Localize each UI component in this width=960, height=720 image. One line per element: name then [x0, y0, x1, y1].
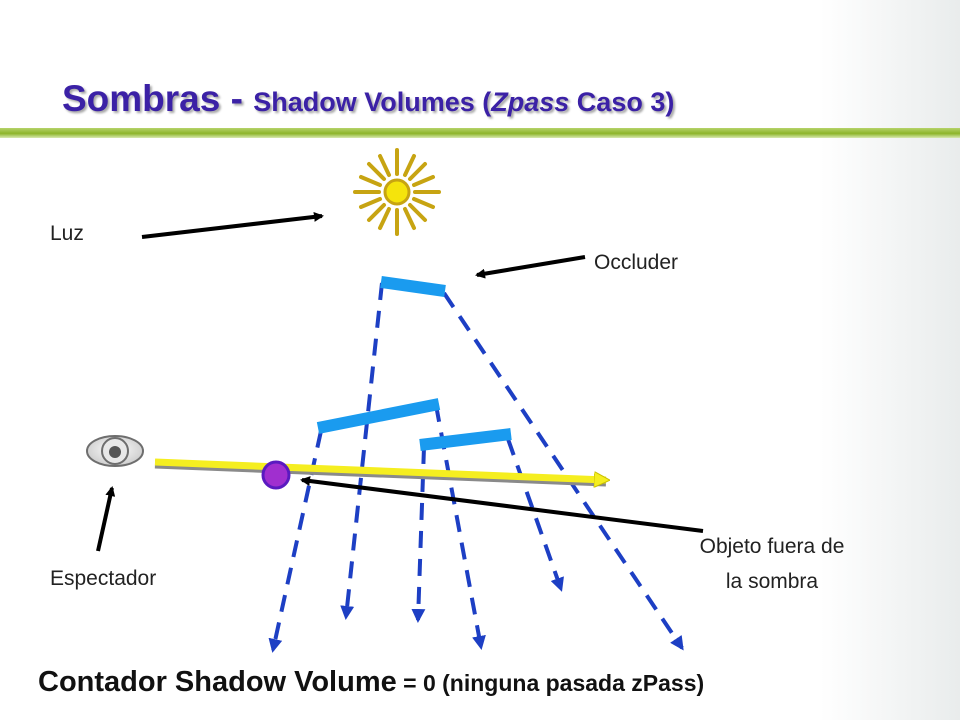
- view-ray: [154, 458, 606, 480]
- shadow-ray-2: [442, 291, 684, 651]
- shadow-ray-1: [340, 282, 384, 620]
- occluder-label: Occluder: [594, 251, 679, 274]
- counter-main: Contador Shadow Volume: [38, 666, 397, 698]
- occluder-arrow: [475, 255, 586, 279]
- espectador-label: Espectador: [50, 567, 157, 590]
- luz-label: Luz: [50, 222, 84, 245]
- espectador-arrow: [96, 486, 116, 552]
- objeto-label-line2: la sombra: [725, 570, 819, 593]
- objeto-label-line1: Objeto fuera de: [699, 535, 845, 558]
- background-shade: [820, 0, 960, 720]
- occluder-top: [380, 276, 446, 297]
- counter-caption: Contador Shadow Volume = 0 (ninguna pasa…: [38, 666, 704, 699]
- sun-icon: [353, 148, 441, 236]
- object-marker: [261, 460, 291, 490]
- luz-arrow: [141, 211, 324, 239]
- title-main: Sombras -: [62, 78, 254, 119]
- shadow-ray-6: [506, 438, 564, 592]
- occluder-right: [419, 428, 512, 451]
- occluder-left: [316, 398, 441, 434]
- objeto-arrow: [300, 476, 704, 533]
- title-rule: [0, 128, 960, 138]
- slide-title: Sombras - Shadow Volumes (Zpass Caso 3): [62, 78, 674, 120]
- title-italic: Zpass: [491, 87, 570, 117]
- title-sub-a: Shadow Volumes (: [253, 87, 492, 117]
- eye-icon: [86, 435, 144, 467]
- title-sub-b: Caso 3): [569, 87, 675, 117]
- counter-sub: = 0 (ninguna pasada zPass): [396, 670, 705, 696]
